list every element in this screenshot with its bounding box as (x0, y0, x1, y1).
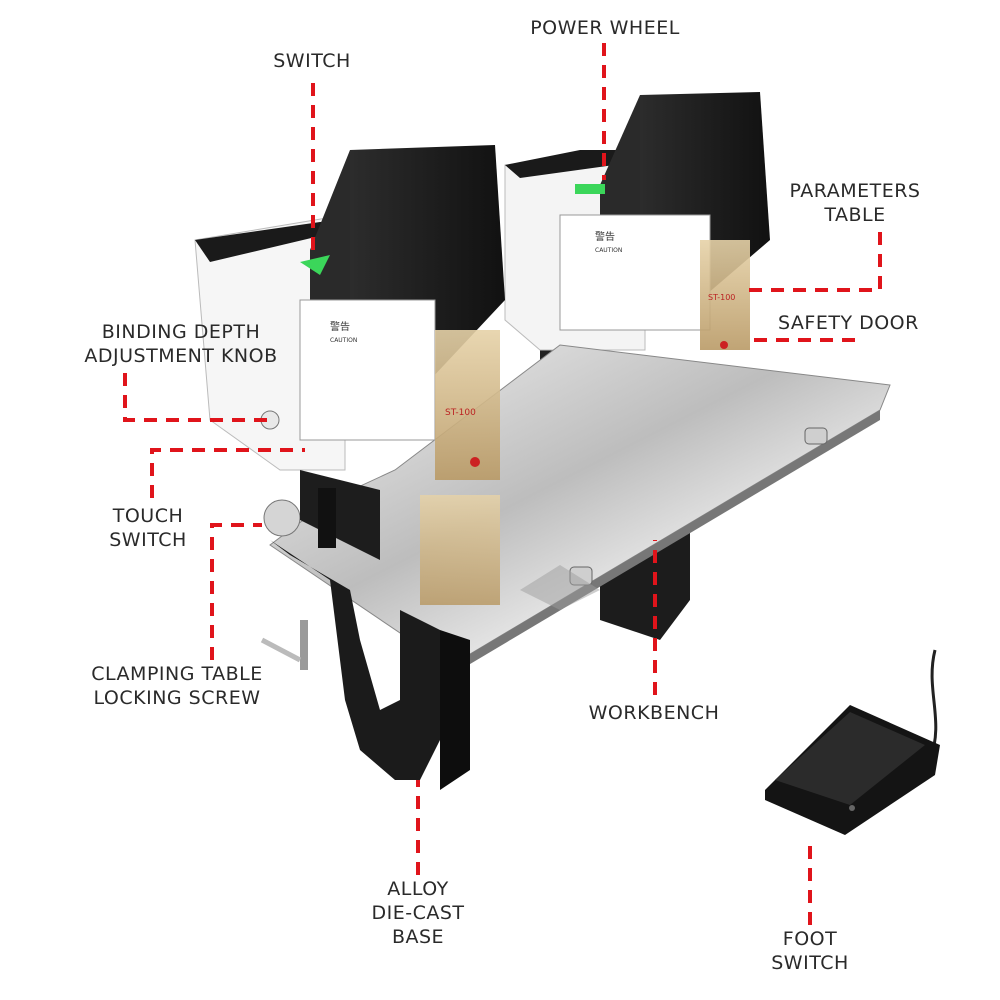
leader-clamping-screw (210, 523, 262, 660)
svg-text:警告: 警告 (595, 230, 615, 243)
rear-caution-label (559, 214, 711, 331)
label-binding-depth-line1: BINDING DEPTH (101, 321, 261, 343)
front-power-switch-icon (300, 255, 330, 275)
label-clamping-screw-line2: LOCKING SCREW (93, 687, 261, 709)
label-clamping-screw-line1: CLAMPING TABLE (91, 663, 263, 685)
label-power-wheel: POWER WHEEL (530, 17, 680, 39)
label-foot-switch-line2: SWITCH (771, 952, 849, 974)
rear-safety-door (700, 240, 750, 350)
label-switch: SWITCH (273, 50, 351, 72)
front-alloy-base (260, 499, 470, 790)
svg-text:ST-100: ST-100 (445, 408, 476, 418)
rear-power-switch-icon (575, 184, 605, 194)
svg-text:CAUTION: CAUTION (595, 247, 622, 254)
label-alloy-line3: BASE (391, 926, 445, 948)
front-stapler-head: 警告 CAUTION ST-100 (194, 145, 505, 605)
rear-stapler-head: 警告 CAUTION ST-100 (504, 92, 770, 351)
svg-text:CAUTION: CAUTION (330, 337, 357, 344)
leader-lines (123, 43, 882, 925)
leader-binding-depth (123, 373, 270, 422)
label-alloy-line2: DIE-CAST (371, 902, 465, 924)
front-safety-door (435, 330, 500, 480)
label-safety-door: SAFETY DOOR (778, 312, 919, 334)
label-parameters-table-line1: PARAMETERS (789, 180, 921, 202)
label-workbench: WORKBENCH (588, 702, 720, 724)
foot-switch-pedal (765, 649, 940, 835)
label-binding-depth-line2: ADJUSTMENT KNOB (84, 345, 278, 367)
label-touch-switch-line2: SWITCH (109, 529, 187, 551)
label-touch-switch-line1: TOUCH (112, 505, 184, 527)
svg-text:警告: 警告 (330, 320, 350, 333)
front-caution-label (299, 299, 436, 441)
svg-text:ST-100: ST-100 (708, 293, 735, 302)
leader-touch-switch (150, 448, 305, 498)
label-alloy-line1: ALLOY (387, 878, 449, 900)
label-foot-switch-line1: FOOT (782, 928, 838, 950)
label-parameters-table-line2: TABLE (824, 204, 886, 226)
